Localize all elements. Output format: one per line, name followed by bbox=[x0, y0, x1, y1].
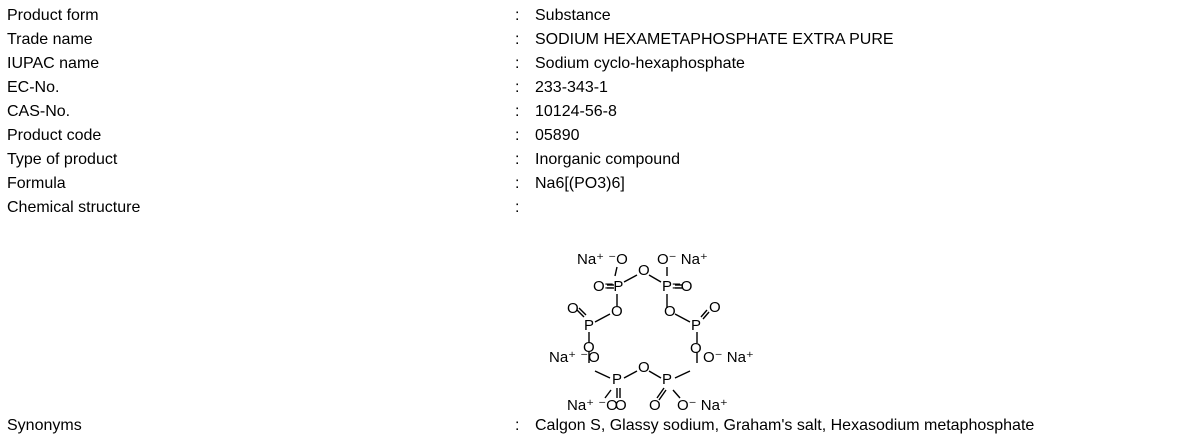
row-iupac-name: IUPAC name : Sodium cyclo-hexaphosphate bbox=[0, 52, 1203, 76]
label-product-code: Product code bbox=[7, 127, 102, 144]
svg-text:O: O bbox=[709, 299, 721, 316]
value-formula: Na6[(PO3)6] bbox=[535, 175, 625, 192]
separator-colon: : bbox=[515, 417, 520, 434]
svg-text:Na⁺ ⁻O: Na⁺ ⁻O bbox=[577, 251, 628, 268]
label-synonyms: Synonyms bbox=[7, 417, 82, 434]
label-trade-name: Trade name bbox=[7, 31, 93, 48]
separator-colon: : bbox=[515, 31, 520, 48]
svg-text:P: P bbox=[662, 371, 672, 388]
separator-colon: : bbox=[515, 7, 520, 24]
svg-text:O: O bbox=[615, 397, 627, 414]
separator-colon: : bbox=[515, 79, 520, 96]
separator-colon: : bbox=[515, 103, 520, 120]
row-chemical-structure: Chemical structure : bbox=[0, 196, 1203, 220]
value-cas-no: 10124-56-8 bbox=[535, 103, 617, 120]
svg-text:P: P bbox=[691, 317, 701, 334]
value-iupac-name: Sodium cyclo-hexaphosphate bbox=[535, 55, 745, 72]
separator-colon: : bbox=[515, 151, 520, 168]
separator-colon: : bbox=[515, 55, 520, 72]
label-formula: Formula bbox=[7, 175, 66, 192]
svg-text:O: O bbox=[638, 359, 650, 376]
value-synonyms: Calgon S, Glassy sodium, Graham's salt, … bbox=[535, 417, 1035, 434]
label-ec-no: EC-No. bbox=[7, 79, 60, 96]
value-product-code: 05890 bbox=[535, 127, 580, 144]
label-type-of-product: Type of product bbox=[7, 151, 118, 168]
svg-text:O: O bbox=[649, 397, 661, 414]
svg-text:O⁻ Na⁺: O⁻ Na⁺ bbox=[657, 251, 708, 268]
row-formula: Formula : Na6[(PO3)6] bbox=[0, 172, 1203, 196]
chemical-structure-diagram: Na⁺ ⁻O O⁻ Na⁺ O=P O P=O O O O O P P Na⁺ … bbox=[549, 251, 754, 414]
row-type-of-product: Type of product : Inorganic compound bbox=[0, 148, 1203, 172]
svg-text:Na⁺ ⁻O: Na⁺ ⁻O bbox=[567, 397, 618, 414]
row-trade-name: Trade name : SODIUM HEXAMETAPHOSPHATE EX… bbox=[0, 28, 1203, 52]
structure-bonds bbox=[576, 266, 710, 401]
svg-text:O⁻ Na⁺: O⁻ Na⁺ bbox=[703, 349, 754, 366]
row-ec-no: EC-No. : 233-343-1 bbox=[0, 76, 1203, 100]
structure-atom-labels: Na⁺ ⁻O O⁻ Na⁺ O=P O P=O O O O O P P Na⁺ … bbox=[549, 251, 754, 414]
svg-text:O: O bbox=[611, 303, 623, 320]
svg-text:Na⁺ ⁻O: Na⁺ ⁻O bbox=[549, 349, 600, 366]
separator-colon: : bbox=[515, 127, 520, 144]
value-trade-name: SODIUM HEXAMETAPHOSPHATE EXTRA PURE bbox=[535, 31, 894, 48]
svg-text:O⁻ Na⁺: O⁻ Na⁺ bbox=[677, 397, 728, 414]
svg-text:O: O bbox=[690, 340, 702, 357]
label-cas-no: CAS-No. bbox=[7, 103, 71, 120]
svg-text:P: P bbox=[584, 317, 594, 334]
svg-text:O: O bbox=[583, 339, 595, 356]
row-product-code: Product code : 05890 bbox=[0, 124, 1203, 148]
value-product-form: Substance bbox=[535, 7, 611, 24]
value-type-of-product: Inorganic compound bbox=[535, 151, 680, 168]
svg-text:O: O bbox=[638, 262, 650, 279]
row-cas-no: CAS-No. : 10124-56-8 bbox=[0, 100, 1203, 124]
row-synonyms: Synonyms : Calgon S, Glassy sodium, Grah… bbox=[0, 414, 1203, 438]
separator-colon: : bbox=[515, 199, 520, 216]
value-ec-no: 233-343-1 bbox=[535, 79, 608, 96]
svg-text:P: P bbox=[612, 371, 622, 388]
svg-text:P=O: P=O bbox=[662, 278, 692, 295]
label-chemical-structure: Chemical structure bbox=[7, 199, 141, 216]
label-product-form: Product form bbox=[7, 7, 99, 24]
row-product-form: Product form : Substance bbox=[0, 4, 1203, 28]
label-iupac-name: IUPAC name bbox=[7, 55, 100, 72]
svg-text:O: O bbox=[567, 300, 579, 317]
svg-text:O: O bbox=[664, 303, 676, 320]
svg-text:O=P: O=P bbox=[593, 278, 623, 295]
separator-colon: : bbox=[515, 175, 520, 192]
